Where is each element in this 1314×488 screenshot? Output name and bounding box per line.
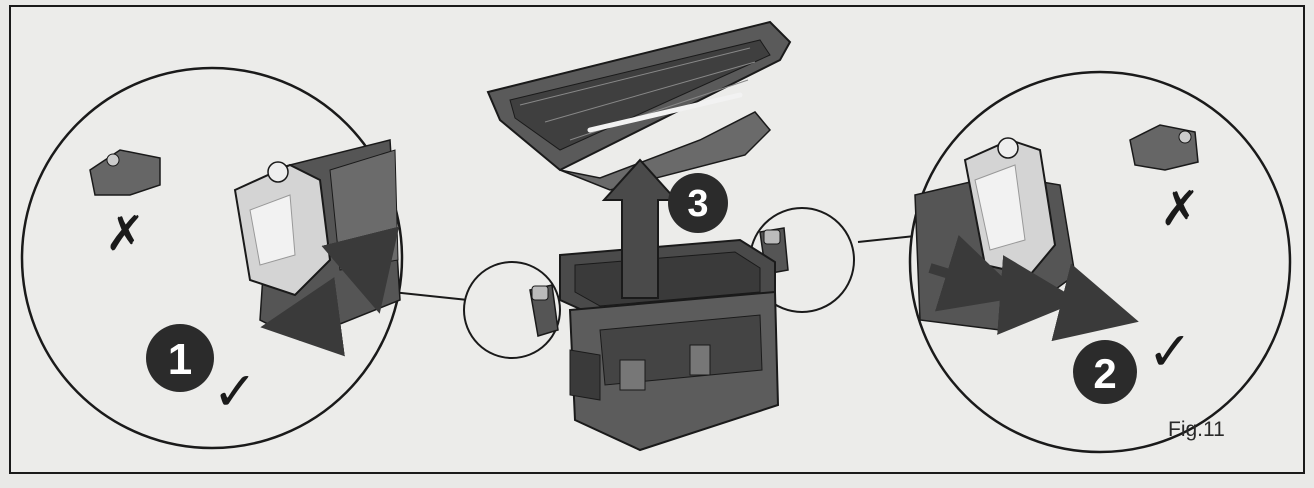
- step-3-badge: 3: [668, 173, 728, 233]
- incorrect-mark-left: ✗: [105, 206, 145, 262]
- lift-up-arrow: [601, 158, 679, 299]
- lid-cover: [486, 20, 792, 191]
- step-3-number: 3: [687, 183, 708, 225]
- right-detail-content: [914, 137, 1139, 342]
- clip-small-left: [529, 284, 559, 337]
- figure-label: Fig.11: [1168, 418, 1225, 441]
- step-2-badge: 2: [1073, 340, 1137, 404]
- left-detail-content: [233, 139, 401, 357]
- base-housing: [559, 238, 780, 452]
- step-2-number: 2: [1093, 350, 1116, 397]
- step-1-badge: 1: [146, 324, 214, 392]
- correct-mark-right: ✓: [1147, 320, 1192, 383]
- connector-line-right: [857, 235, 916, 243]
- incorrect-mark-right: ✗: [1160, 181, 1200, 237]
- step-1-number: 1: [168, 335, 192, 384]
- latch-icon-incorrect-left: [89, 149, 161, 196]
- latch-icon-incorrect-right: [1129, 124, 1199, 171]
- connector-line-left: [391, 291, 469, 301]
- correct-mark-left: ✓: [212, 360, 257, 423]
